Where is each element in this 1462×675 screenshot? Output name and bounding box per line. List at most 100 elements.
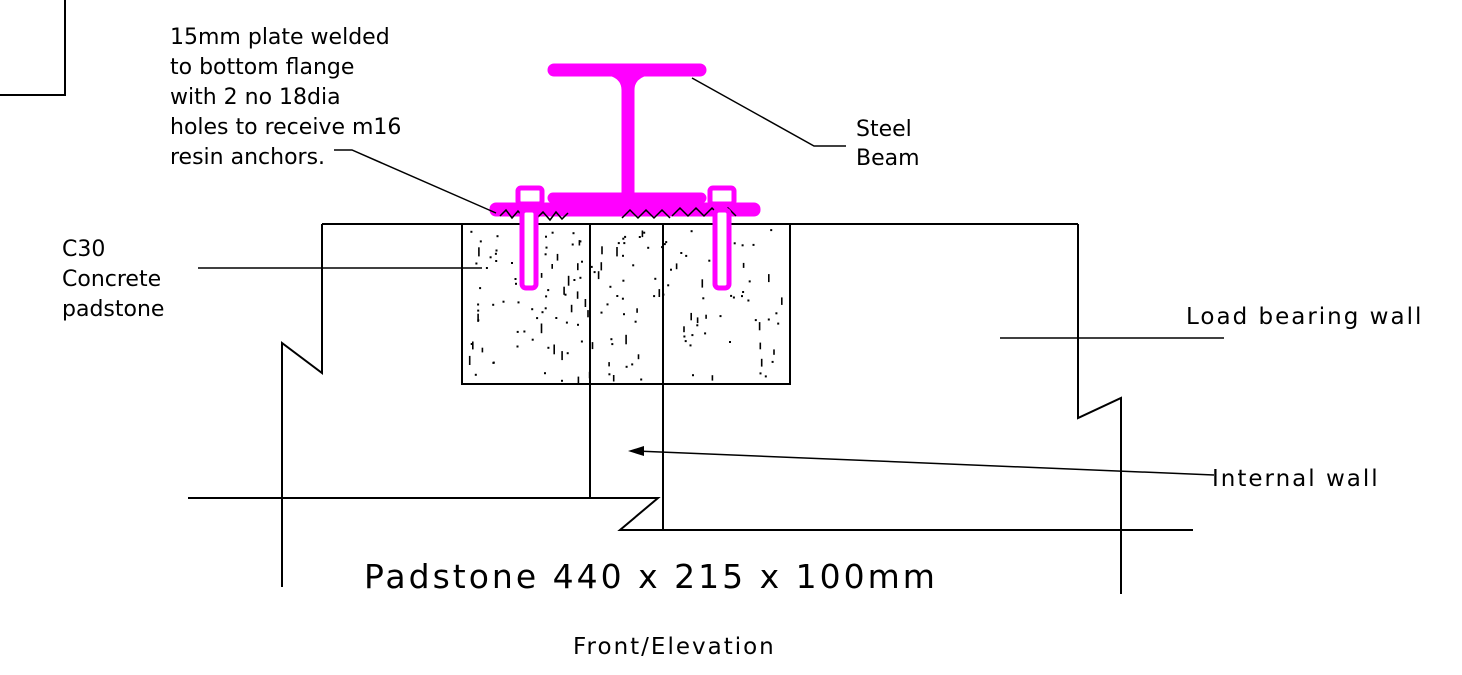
concrete-speck — [571, 243, 574, 246]
concrete-speck — [609, 285, 612, 288]
plate-note-line-4: holes to receive m16 — [170, 115, 401, 140]
concrete-speck — [611, 343, 614, 346]
concrete-speck — [729, 341, 731, 343]
concrete-speck — [742, 262, 745, 268]
concrete-speck — [584, 299, 587, 307]
plate-note-line-1: 15mm plate welded — [170, 25, 390, 50]
concrete-speck — [661, 246, 664, 249]
load-bearing-wall-label: Load bearing wall — [1186, 304, 1423, 330]
concrete-speck — [670, 268, 672, 271]
concrete-speck — [495, 249, 498, 252]
concrete-speck — [741, 295, 743, 298]
drawing-title: Padstone 440 x 215 x 100mm — [364, 557, 938, 596]
concrete-speck — [606, 303, 609, 306]
padstone-label: C30 Concrete padstone — [62, 237, 168, 322]
concrete-speck — [541, 311, 544, 314]
concrete-speck — [692, 374, 694, 377]
concrete-speck — [514, 278, 517, 280]
concrete-speck — [747, 299, 750, 302]
concrete-speck — [612, 375, 615, 382]
concrete-speck — [587, 310, 589, 318]
concrete-speck — [742, 291, 745, 293]
concrete-speck — [511, 262, 513, 264]
concrete-speck — [563, 286, 565, 295]
concrete-speck — [616, 247, 618, 257]
concrete-speck — [577, 376, 580, 385]
concrete-speck — [502, 300, 505, 303]
concrete-speck — [590, 265, 593, 268]
concrete-padstone — [461, 223, 791, 385]
concrete-speck — [748, 280, 751, 283]
plate-note-line-2: to bottom flange — [170, 55, 354, 80]
concrete-speck — [623, 242, 626, 245]
concrete-speck — [653, 295, 656, 298]
concrete-speck — [580, 340, 583, 343]
concrete-speck — [730, 294, 733, 297]
concrete-speck — [564, 293, 567, 296]
concrete-speck — [640, 378, 643, 381]
concrete-speck — [704, 332, 707, 335]
concrete-speck — [675, 263, 678, 270]
concrete-speck — [680, 252, 683, 254]
concrete-speck — [475, 262, 478, 265]
concrete-speck — [581, 260, 583, 263]
concrete-speck — [632, 264, 635, 267]
plate-note-line-3: with 2 no 18dia — [170, 85, 341, 110]
concrete-speck — [593, 271, 596, 274]
plate-note-line-5: resin anchors. — [170, 145, 325, 170]
view-label: Front/Elevation — [573, 634, 776, 660]
concrete-speck — [468, 355, 471, 365]
concrete-speck — [759, 372, 762, 375]
concrete-speck — [662, 293, 665, 296]
concrete-speck — [565, 321, 568, 324]
internal-wall — [188, 224, 1193, 531]
concrete-speck — [577, 263, 579, 271]
concrete-speck — [479, 240, 482, 243]
concrete-speck — [577, 323, 579, 326]
concrete-speck — [767, 318, 770, 321]
concrete-speck — [572, 232, 575, 235]
concrete-speck — [696, 324, 699, 327]
leader-internal-wall — [628, 446, 1215, 476]
concrete-speck — [544, 307, 547, 310]
concrete-speck — [641, 230, 644, 238]
concrete-speck — [545, 295, 548, 298]
concrete-speck — [597, 271, 600, 280]
concrete-speck — [770, 229, 773, 232]
concrete-speck — [643, 231, 646, 234]
concrete-speck — [561, 379, 563, 382]
concrete-speck — [591, 342, 594, 350]
concrete-speck — [477, 303, 480, 306]
concrete-speck — [547, 289, 550, 292]
concrete-speck — [624, 235, 627, 238]
concrete-speck — [689, 344, 692, 347]
concrete-speck — [690, 230, 693, 233]
concrete-speck — [516, 330, 519, 333]
concrete-speck — [684, 340, 687, 343]
concrete-speck — [478, 247, 480, 257]
concrete-speck — [556, 253, 559, 261]
padstone-label-line-2: Concrete — [62, 267, 161, 292]
concrete-speck — [553, 344, 555, 355]
padstone-label-line-3: padstone — [62, 297, 164, 322]
concrete-speck — [622, 254, 624, 257]
steel-beam-label: Steel Beam — [856, 117, 920, 171]
concrete-speck — [551, 231, 554, 234]
concrete-speck — [600, 311, 603, 314]
concrete-hatch — [468, 229, 783, 385]
concrete-speck — [732, 296, 735, 299]
concrete-speck — [470, 343, 473, 345]
steel-beam-label-line-1: Steel — [856, 117, 912, 142]
concrete-speck — [531, 308, 534, 311]
concrete-speck — [579, 240, 582, 243]
concrete-speck — [610, 338, 613, 341]
leader-plate-note — [334, 149, 497, 214]
concrete-speck — [474, 373, 477, 376]
concrete-speck — [544, 253, 547, 256]
concrete-speck — [768, 274, 770, 283]
concrete-speck — [479, 287, 482, 290]
concrete-speck — [616, 295, 619, 297]
concrete-speck — [773, 349, 775, 355]
concrete-speck — [485, 267, 488, 269]
concrete-speck — [758, 322, 761, 331]
